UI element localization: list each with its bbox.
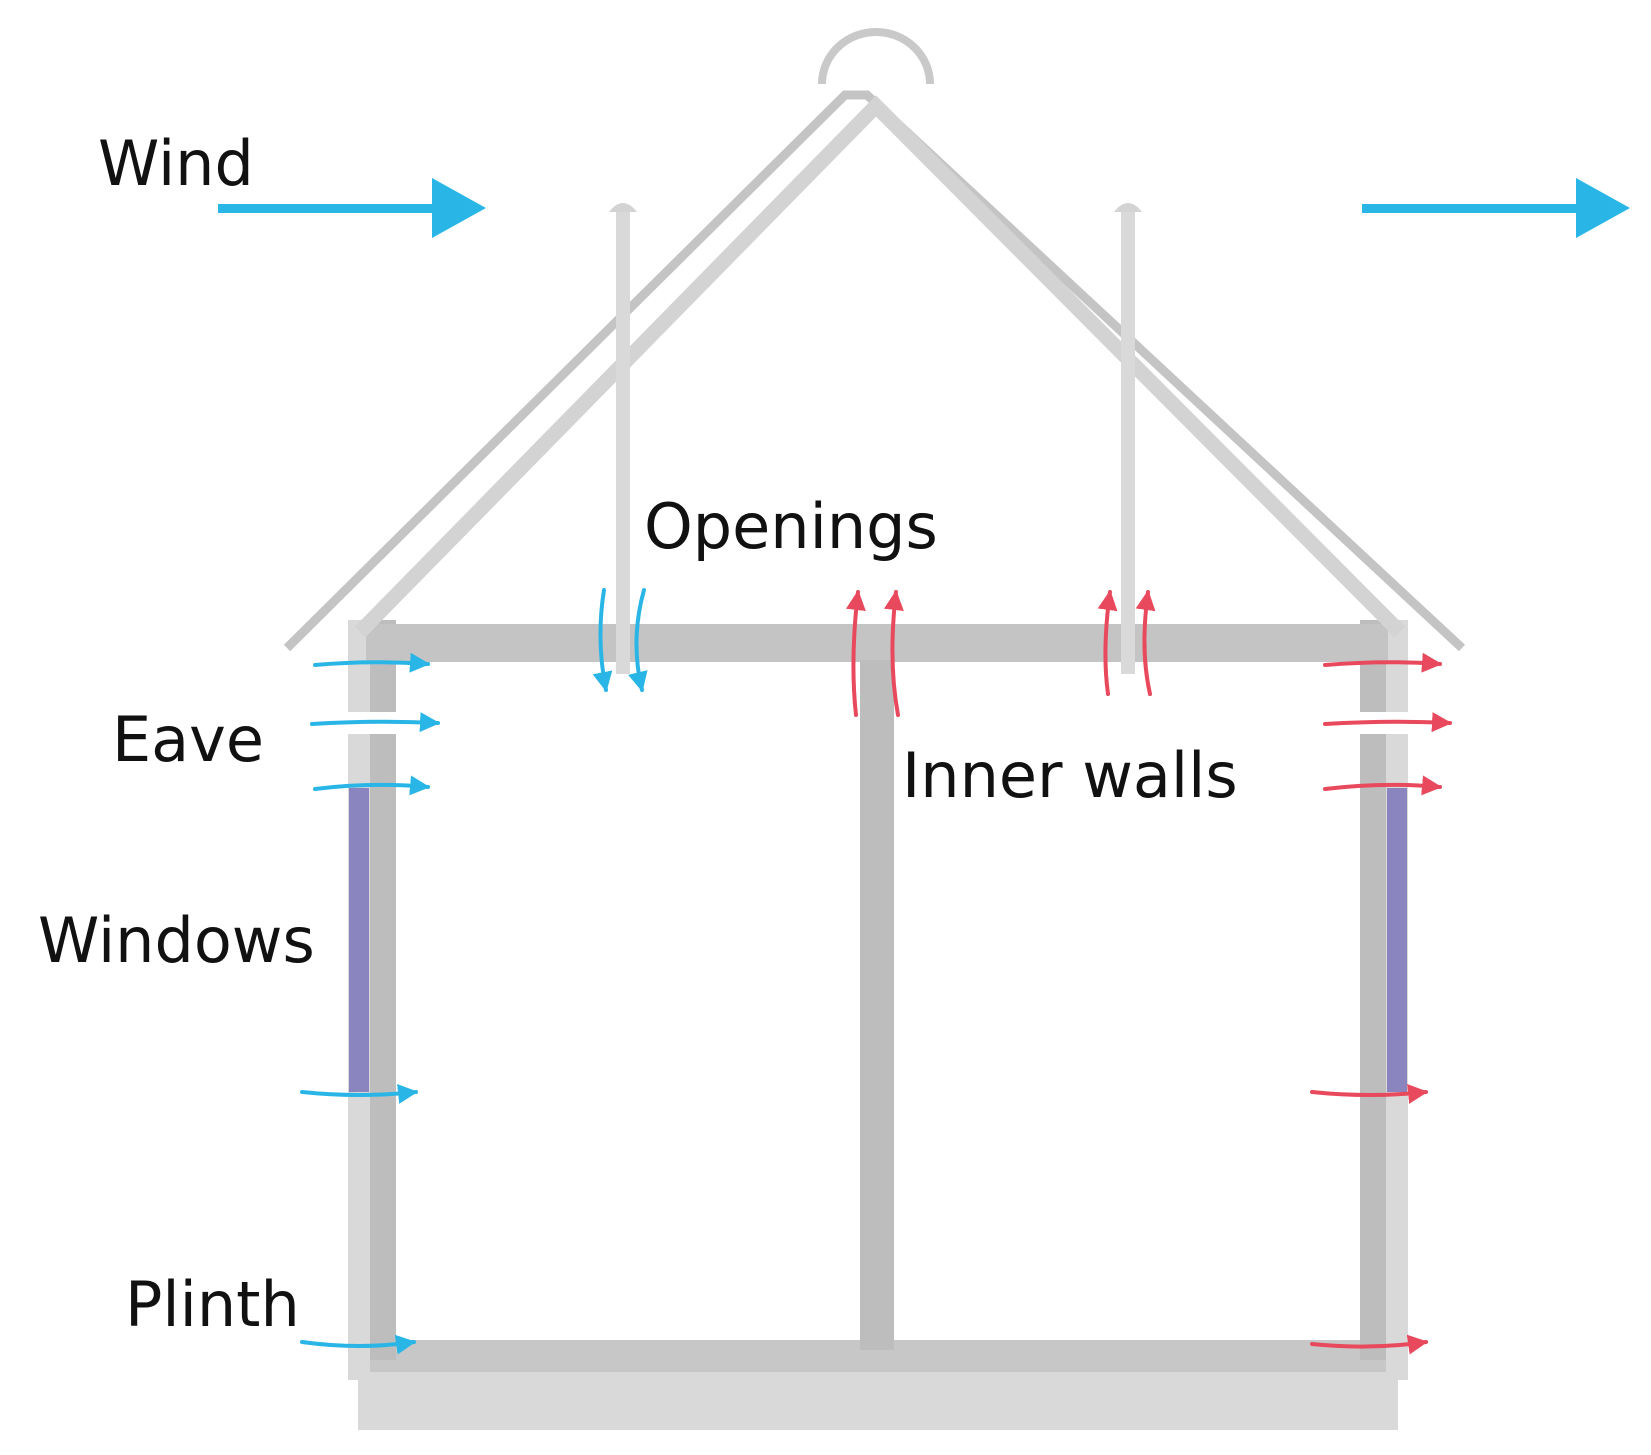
outflow-arrow-plinth	[1310, 1334, 1428, 1355]
inflow-arrow-eave-top	[313, 652, 430, 673]
building	[283, 28, 1466, 1430]
inflow-arrow-window	[300, 1083, 418, 1104]
wind-arrow-left	[218, 178, 486, 238]
foundation	[358, 1368, 1398, 1430]
label-eave: Eave	[112, 703, 264, 776]
roof-outer	[283, 90, 1466, 652]
outflow-arrow-eave-top	[1323, 652, 1442, 673]
inner-wall	[860, 660, 894, 1350]
label-inner-walls: Inner walls	[902, 739, 1238, 812]
inflow-arrow-eave-low	[313, 775, 430, 796]
window-left	[349, 788, 369, 1092]
outflow-arrow-eave-mid	[1323, 712, 1452, 733]
outflow-arrow-eave-low	[1323, 775, 1442, 796]
window-right	[1387, 788, 1407, 1092]
outflow-arrow-pipe-1	[1097, 590, 1118, 696]
outflow-arrow-center-1	[845, 590, 866, 717]
left-wall-inner	[370, 620, 396, 1360]
roof-inner	[354, 95, 1406, 638]
outflow-arrow-pipe-2	[1135, 590, 1156, 696]
label-plinth: Plinth	[125, 1268, 300, 1341]
inflow-arrow-eave-mid	[310, 712, 440, 733]
label-wind: Wind	[98, 127, 254, 200]
label-windows: Windows	[38, 904, 315, 977]
outflow-arrow-window	[1310, 1083, 1428, 1104]
vent-pipe-right	[1114, 203, 1142, 674]
label-openings: Openings	[644, 490, 938, 563]
inflow-arrow-opening-1	[592, 588, 613, 692]
inflow-arrow-plinth	[300, 1334, 416, 1355]
ceiling-beam	[366, 624, 1388, 662]
wind-arrow-right	[1362, 178, 1630, 238]
inflow-arrow-opening-2	[628, 588, 648, 692]
vent-pipe-left	[609, 203, 637, 674]
right-wall-inner	[1360, 620, 1386, 1360]
ridge-cap	[818, 28, 934, 85]
outflow-arrow-center-2	[883, 590, 904, 717]
